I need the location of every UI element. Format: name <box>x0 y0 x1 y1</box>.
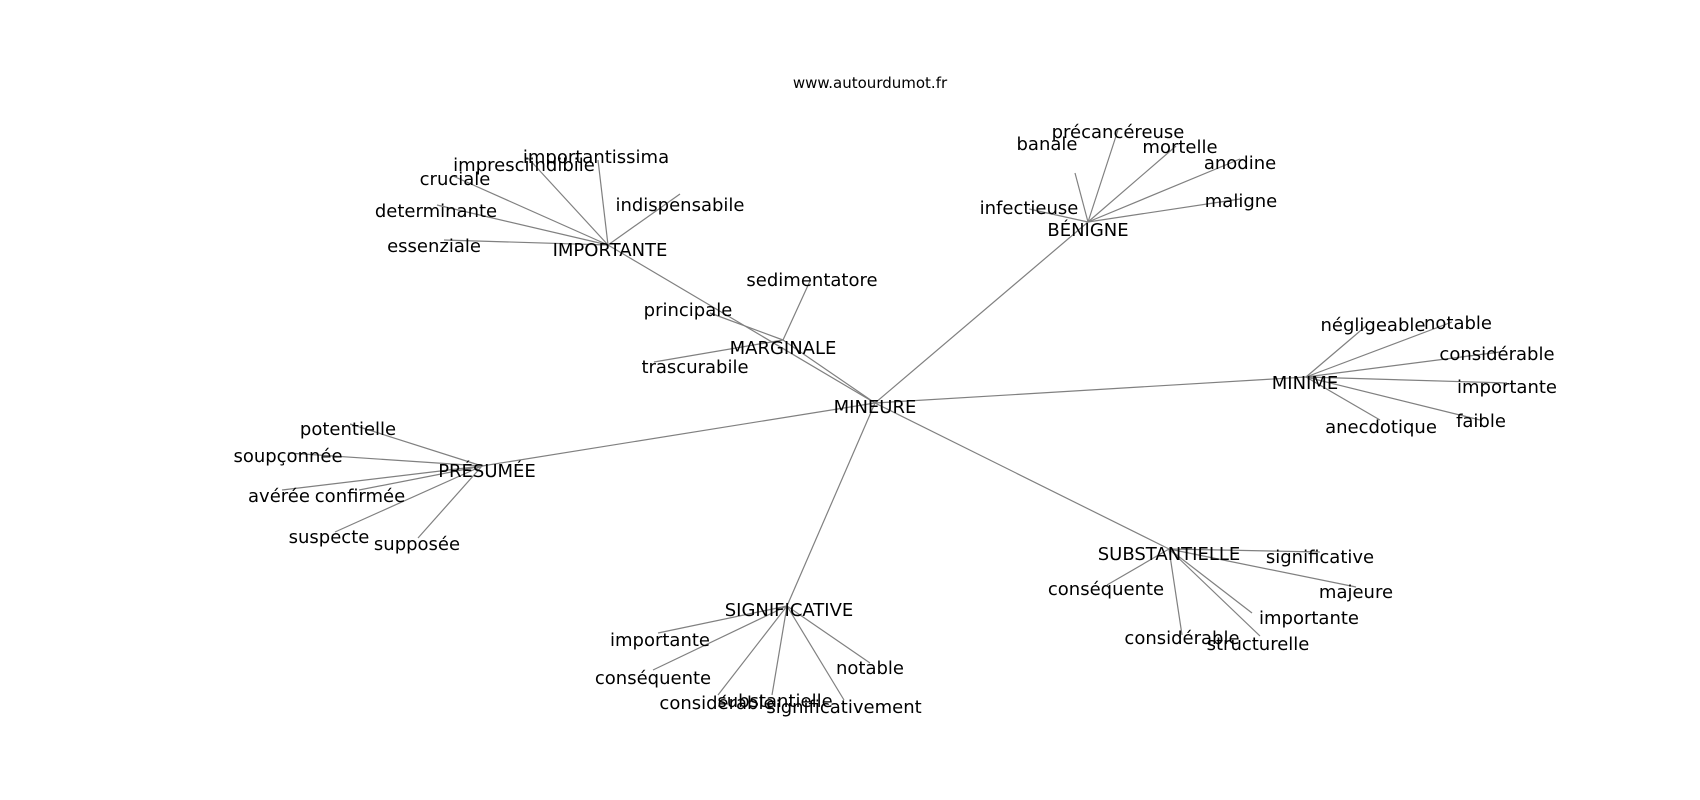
leaf-node-label: indispensabile <box>615 195 744 216</box>
graph-edges <box>281 129 1508 701</box>
edge-root-hub <box>874 402 1170 550</box>
edge-hub-leaf <box>443 239 609 246</box>
edge-hub-leaf <box>287 452 483 467</box>
leaf-node-label: structurelle <box>1207 634 1310 655</box>
edge-hub-leaf <box>597 159 609 246</box>
edge-hub-leaf <box>1087 198 1241 223</box>
hub-node-label: MINIME <box>1272 373 1339 394</box>
edge-hub-leaf <box>709 312 784 341</box>
edge-hub-leaf <box>334 465 483 533</box>
hub-node-label: IMPORTANTE <box>553 240 668 261</box>
leaf-node-label: notable <box>1424 313 1492 334</box>
hub-node-label: BÉNIGNE <box>1047 219 1128 241</box>
edge-root-hub <box>874 221 1089 404</box>
edge-root-hub <box>607 244 876 404</box>
edge-root-hub <box>782 339 876 404</box>
leaf-node-label: suspecte <box>289 527 370 548</box>
leaf-node-label: avérée <box>248 486 310 507</box>
leaf-node-label: précancéreuse <box>1052 122 1185 143</box>
leaf-node-label: négligeable <box>1321 315 1426 336</box>
edge-hub-leaf <box>1168 548 1253 614</box>
leaf-node-label: soupçonnée <box>233 446 342 467</box>
leaf-node-label: importante <box>1457 377 1557 398</box>
edge-hub-leaf <box>653 339 784 363</box>
edge-hub-leaf <box>1305 376 1508 384</box>
hub-node-label: MARGINALE <box>730 338 837 359</box>
leaf-node-label: trascurabile <box>641 357 748 378</box>
edge-hub-leaf <box>786 605 871 664</box>
edge-hub-leaf <box>1168 548 1321 553</box>
leaf-node-label: determinante <box>375 201 497 222</box>
root-node-label: MINEURE <box>834 397 917 418</box>
leaf-node-label: potentielle <box>300 419 396 440</box>
edge-hub-leaf <box>1305 351 1501 378</box>
edge-hub-leaf <box>1305 321 1453 378</box>
leaf-node-label: maligne <box>1205 191 1277 212</box>
edge-hub-leaf <box>358 465 483 491</box>
watermark: www.autourdumot.fr <box>793 74 948 92</box>
leaf-node-label: cruciale <box>420 169 491 190</box>
edge-hub-leaf <box>1087 129 1119 223</box>
edge-hub-leaf <box>1074 172 1089 223</box>
edge-hub-leaf <box>1028 208 1089 223</box>
leaf-node-label: mortelle <box>1142 137 1217 158</box>
leaf-node-label: conséquente <box>595 668 711 689</box>
leaf-node-label: considérable <box>1439 344 1554 365</box>
edge-hub-leaf <box>1087 158 1241 223</box>
edge-root-hub <box>786 402 876 607</box>
leaf-node-label: infectieuse <box>980 198 1079 219</box>
edge-hub-leaf <box>452 175 609 246</box>
hub-node-label: SIGNIFICATIVE <box>725 600 854 621</box>
edge-hub-leaf <box>1305 376 1481 421</box>
leaf-node-label: importante <box>1259 608 1359 629</box>
leaf-node-label: considérable <box>659 693 774 714</box>
leaf-node-label: significativement <box>766 697 921 718</box>
leaf-node-label: impresciindibile <box>453 155 595 176</box>
edge-hub-leaf <box>1305 325 1367 378</box>
leaf-node-label: conséquente <box>1048 579 1164 600</box>
edge-hub-leaf <box>607 193 681 246</box>
edge-hub-leaf <box>717 605 788 696</box>
leaf-node-label: significative <box>1266 547 1374 568</box>
edge-root-hub <box>481 402 876 467</box>
leaf-node-label: importante <box>610 630 710 651</box>
edge-root-hub <box>874 376 1307 404</box>
leaf-node-label: anecdotique <box>1325 417 1437 438</box>
edge-hub-leaf <box>1168 548 1183 636</box>
edge-hub-leaf <box>1106 548 1170 586</box>
edge-hub-leaf <box>771 605 788 696</box>
leaf-node-label: essenziale <box>387 236 481 257</box>
edge-hub-leaf <box>786 605 845 701</box>
leaf-node-label: sedimentatore <box>746 270 877 291</box>
leaf-node-label: considérable <box>1124 628 1239 649</box>
edge-hub-leaf <box>349 423 483 467</box>
leaf-node-label: supposée <box>374 534 460 555</box>
leaf-node-label: principale <box>644 300 733 321</box>
leaf-node-label: substantielle <box>717 691 832 712</box>
edge-hub-leaf <box>281 465 483 491</box>
leaf-node-label: anodine <box>1204 153 1276 174</box>
leaf-node-label: majeure <box>1319 582 1393 603</box>
edge-hub-leaf <box>1168 548 1261 637</box>
leaf-node-label: faible <box>1456 411 1506 432</box>
edge-hub-leaf <box>527 157 609 246</box>
edge-hub-leaf <box>782 280 811 341</box>
leaf-node-label: importantissima <box>523 147 669 168</box>
hub-node-label: SUBSTANTIELLE <box>1098 544 1241 565</box>
leaf-node-label: banale <box>1017 134 1078 155</box>
edge-hub-leaf <box>1168 548 1357 588</box>
leaf-node-label: confirmée <box>315 486 405 507</box>
leaf-node-label: notable <box>836 658 904 679</box>
edge-hub-leaf <box>652 605 788 671</box>
edge-hub-leaf <box>1087 145 1177 223</box>
edge-hub-leaf <box>657 605 788 634</box>
edge-hub-leaf <box>1305 376 1381 421</box>
hub-node-label: PRÉSUMÉE <box>438 460 536 482</box>
graph-labels: MINEUREIMPORTANTEimpresciindibileimporta… <box>233 122 1557 718</box>
edge-hub-leaf <box>436 204 609 246</box>
edge-hub-leaf <box>417 465 483 539</box>
